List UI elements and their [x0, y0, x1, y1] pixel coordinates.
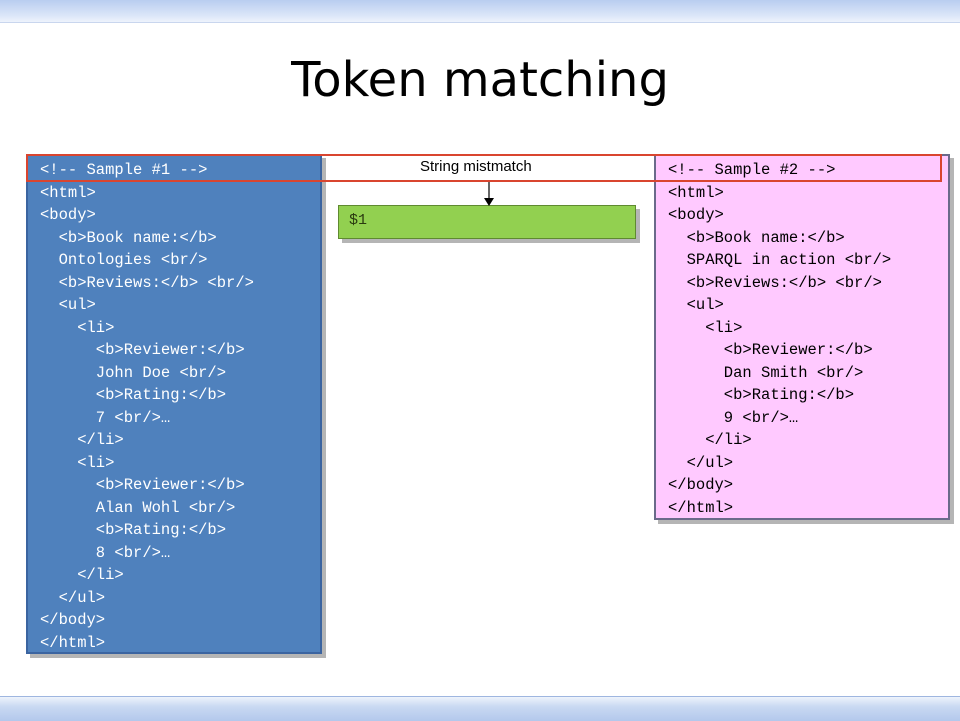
sample1-code-line: </li>	[40, 566, 124, 584]
sample2-code-line: <ul>	[668, 296, 724, 314]
down-arrow-icon	[484, 181, 494, 206]
sample2-code-line: <b>Reviews:</b> <br/>	[668, 273, 882, 292]
sample1-code-line: <b>Reviewer:</b>	[40, 476, 245, 494]
sample2-code-line: <!-- Sample #2 -->	[668, 161, 836, 179]
sample2-code-line: <li>	[668, 318, 743, 337]
sample2-code-line: <b>Reviewer:</b>	[668, 341, 873, 359]
sample1-code-line: <li>	[40, 318, 115, 337]
sample2-code-line: 9 <br/>…	[668, 408, 799, 427]
sample2-code-line: <html>	[668, 183, 724, 202]
sample1-code-line: <ul>	[40, 296, 96, 314]
sample1-code-line: <html>	[40, 183, 96, 202]
sample1-code-line: 8 <br/>…	[40, 543, 171, 562]
sample1-code-line: <b>Reviewer:</b>	[40, 341, 245, 359]
sample2-code-line: <b>Book name:</b>	[668, 228, 845, 247]
sample1-code-line: <b>Rating:</b>	[40, 521, 227, 539]
sample1-code-line: </body>	[40, 611, 106, 629]
mismatch-label: String mistmatch	[420, 158, 532, 175]
slide-title: Token matching	[291, 52, 669, 108]
sample1-code-line: </html>	[40, 633, 106, 652]
sample1-code-line: <b>Book name:</b>	[40, 228, 217, 247]
sample1-code-box: <!-- Sample #1 --> <html> <body> <b>Book n…	[26, 154, 322, 654]
sample1-code-line: 7 <br/>…	[40, 408, 171, 427]
sample2-code-box: <!-- Sample #2 --> <html> <body> <b>Book n…	[654, 154, 950, 520]
sample1-code-line: </li>	[40, 431, 124, 449]
bottom-decor-band	[0, 696, 960, 721]
sample1-code-line: <body>	[40, 206, 96, 224]
sample1-code-line: <b>Rating:</b>	[40, 386, 227, 404]
sample1-code-line: <b>Reviews:</b> <br/>	[40, 273, 254, 292]
sample1-code-line: </ul>	[40, 588, 106, 607]
sample1-code-line: John Doe <br/>	[40, 363, 227, 382]
sample2-code-line: <b>Rating:</b>	[668, 386, 855, 404]
sample2-code-line: SPARQL in action <br/>	[668, 251, 892, 269]
sample2-code-line: </ul>	[668, 453, 734, 472]
sample2-code-line: </body>	[668, 476, 734, 494]
sample2-code-line: <body>	[668, 206, 724, 224]
sample1-code-line: Alan Wohl <br/>	[40, 498, 236, 517]
sample2-code-line: Dan Smith <br/>	[668, 363, 864, 382]
wrapper-variable-box: $1	[338, 205, 636, 239]
sample2-code-line: </html>	[668, 498, 734, 517]
sample2-code-line: </li>	[668, 431, 752, 449]
sample1-code-line: <li>	[40, 453, 115, 472]
sample1-code-line: Ontologies <br/>	[40, 251, 208, 269]
top-decor-band	[0, 0, 960, 23]
sample1-code-line: <!-- Sample #1 -->	[40, 161, 208, 179]
